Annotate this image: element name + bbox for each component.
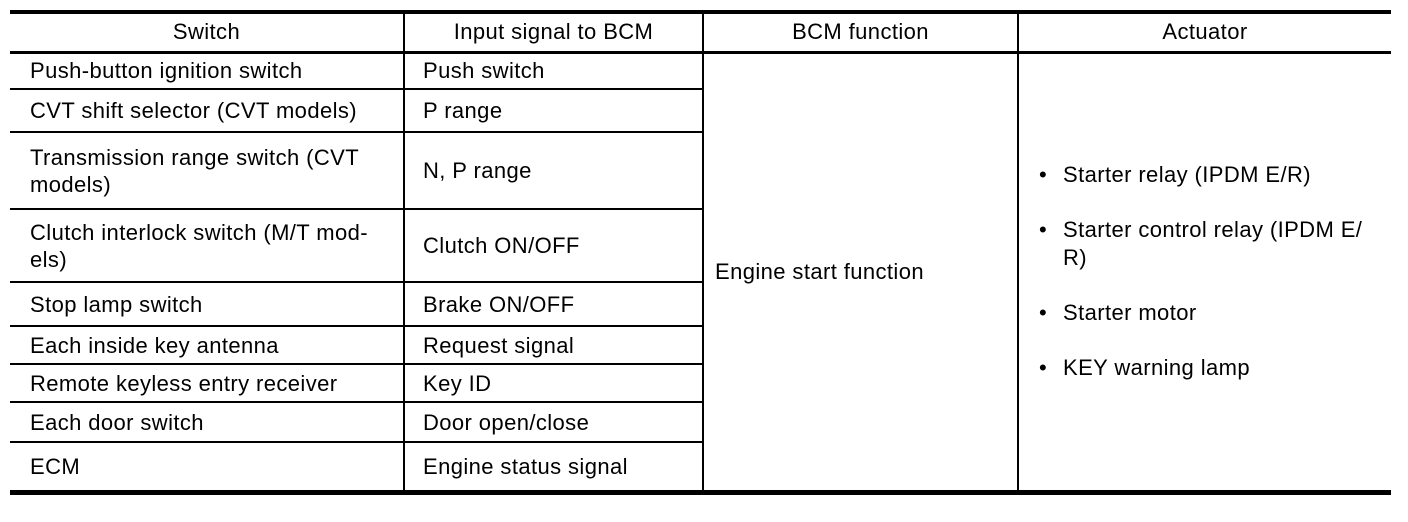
switch-cell: Transmission range switch (CVT models) xyxy=(10,132,404,210)
bullet-icon: • xyxy=(1039,162,1048,187)
switch-cell: Each door switch xyxy=(10,402,404,443)
table-row: Transmission range switch (CVT models) N… xyxy=(10,132,1391,210)
table-row: CVT shift selector (CVT models) P range xyxy=(10,89,1391,133)
input-signal-cell: Brake ON/OFF xyxy=(403,282,703,327)
page: Switch Input signal to BCM BCM function … xyxy=(0,10,1408,522)
actuator-item-label: KEY warning lamp xyxy=(1063,355,1250,380)
bcm-engine-start-table: Switch Input signal to BCM BCM function … xyxy=(10,10,1391,495)
header-row: Switch Input signal to BCM BCM function … xyxy=(10,12,1391,54)
switch-cell: Clutch interlock switch (M/T mod- els) xyxy=(10,209,404,283)
input-signal-cell: Request signal xyxy=(403,326,703,365)
table-row: Stop lamp switch Brake ON/OFF xyxy=(10,282,1391,327)
input-signal-cell: P range xyxy=(403,89,703,133)
table-row: ECM Engine status signal xyxy=(10,442,1391,493)
actuator-item-label: Starter relay (IPDM E/R) xyxy=(1063,162,1311,187)
table-row: Clutch interlock switch (M/T mod- els) C… xyxy=(10,209,1391,283)
bullet-icon: • xyxy=(1039,300,1048,325)
switch-cell: Each inside key antenna xyxy=(10,326,404,365)
switch-cell: Stop lamp switch xyxy=(10,282,404,327)
input-signal-cell: Clutch ON/OFF xyxy=(403,209,703,283)
bcm-function-cell: Engine start function xyxy=(702,52,1018,492)
table-row: Remote keyless entry receiver Key ID xyxy=(10,364,1391,403)
column-header-actuator: Actuator xyxy=(1017,12,1391,54)
actuator-item-label: Starter control relay (IPDM E/ R) xyxy=(1063,217,1363,270)
switch-cell: Push-button ignition switch xyxy=(10,52,404,90)
actuator-cell: • Starter relay (IPDM E/R) • Starter con… xyxy=(1017,52,1391,492)
table-row: Push-button ignition switch Push switch … xyxy=(10,52,1391,492)
actuator-item: • Starter relay (IPDM E/R) xyxy=(1039,161,1385,189)
input-signal-cell: Engine status signal xyxy=(403,442,703,493)
column-header-switch: Switch xyxy=(10,12,404,54)
actuator-item: • Starter control relay (IPDM E/ R) xyxy=(1039,216,1385,272)
actuator-item: • KEY warning lamp xyxy=(1039,354,1385,382)
switch-cell: Remote keyless entry receiver xyxy=(10,364,404,403)
actuator-item-label: Starter motor xyxy=(1063,300,1197,325)
column-header-bcm-function: BCM function xyxy=(702,12,1018,54)
switch-cell: CVT shift selector (CVT models) xyxy=(10,89,404,133)
table-row: Each inside key antenna Request signal xyxy=(10,326,1391,365)
bullet-icon: • xyxy=(1039,355,1048,380)
bullet-icon: • xyxy=(1039,217,1048,242)
actuator-item: • Starter motor xyxy=(1039,299,1385,327)
input-signal-cell: Key ID xyxy=(403,364,703,403)
switch-cell: ECM xyxy=(10,442,404,493)
input-signal-cell: Door open/close xyxy=(403,402,703,443)
input-signal-cell: N, P range xyxy=(403,132,703,210)
table-row: Each door switch Door open/close xyxy=(10,402,1391,443)
column-header-input-signal: Input signal to BCM xyxy=(403,12,703,54)
input-signal-cell: Push switch xyxy=(403,52,703,90)
